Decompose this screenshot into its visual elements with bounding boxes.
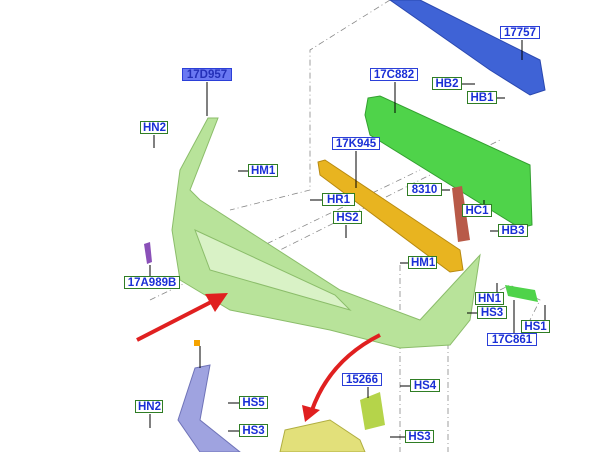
label-17757[interactable]: 17757	[500, 26, 540, 39]
label-17c861[interactable]: 17C861	[487, 333, 537, 346]
label-hs4[interactable]: HS4	[410, 379, 440, 392]
arrows	[136, 293, 381, 422]
label-8310[interactable]: 8310	[407, 183, 442, 196]
label-hs2[interactable]: HS2	[333, 211, 362, 224]
leader-lines	[149, 40, 546, 438]
label-hs3[interactable]: HS3	[405, 430, 434, 443]
label-17c882[interactable]: 17C882	[370, 68, 418, 81]
label-hr1[interactable]: HR1	[322, 193, 355, 206]
grille-opening	[194, 229, 352, 312]
fog-bezel	[279, 419, 366, 452]
bracket-17c861	[505, 285, 538, 302]
clip-17a989b	[144, 242, 152, 264]
bracket-15266	[360, 392, 385, 430]
label-hs5[interactable]: HS5	[239, 396, 268, 409]
label-hm1[interactable]: HM1	[248, 164, 278, 177]
label-hb2[interactable]: HB2	[432, 77, 462, 90]
label-hm1[interactable]: HM1	[408, 256, 437, 269]
label-17k945[interactable]: 17K945	[332, 137, 380, 150]
bumper-reinforcement	[389, 0, 546, 96]
label-hc1[interactable]: HC1	[462, 204, 492, 217]
label-15266[interactable]: 15266	[342, 373, 382, 386]
label-17a989b[interactable]: 17A989B	[124, 276, 180, 289]
label-hs1[interactable]: HS1	[521, 320, 550, 333]
side-trim	[177, 364, 241, 452]
marker-square	[194, 340, 200, 346]
bracket-8310	[452, 186, 470, 242]
label-hb1[interactable]: HB1	[467, 91, 497, 104]
label-hb3[interactable]: HB3	[498, 224, 528, 237]
label-hn2[interactable]: HN2	[135, 400, 163, 413]
label-hs3[interactable]: HS3	[239, 424, 268, 437]
label-hn1[interactable]: HN1	[475, 292, 504, 305]
label-17d957[interactable]: 17D957	[182, 68, 232, 81]
label-hn2[interactable]: HN2	[140, 121, 168, 134]
absorber-strip	[317, 159, 464, 273]
label-hs3[interactable]: HS3	[477, 306, 507, 319]
front-bumper-cover	[171, 117, 481, 349]
